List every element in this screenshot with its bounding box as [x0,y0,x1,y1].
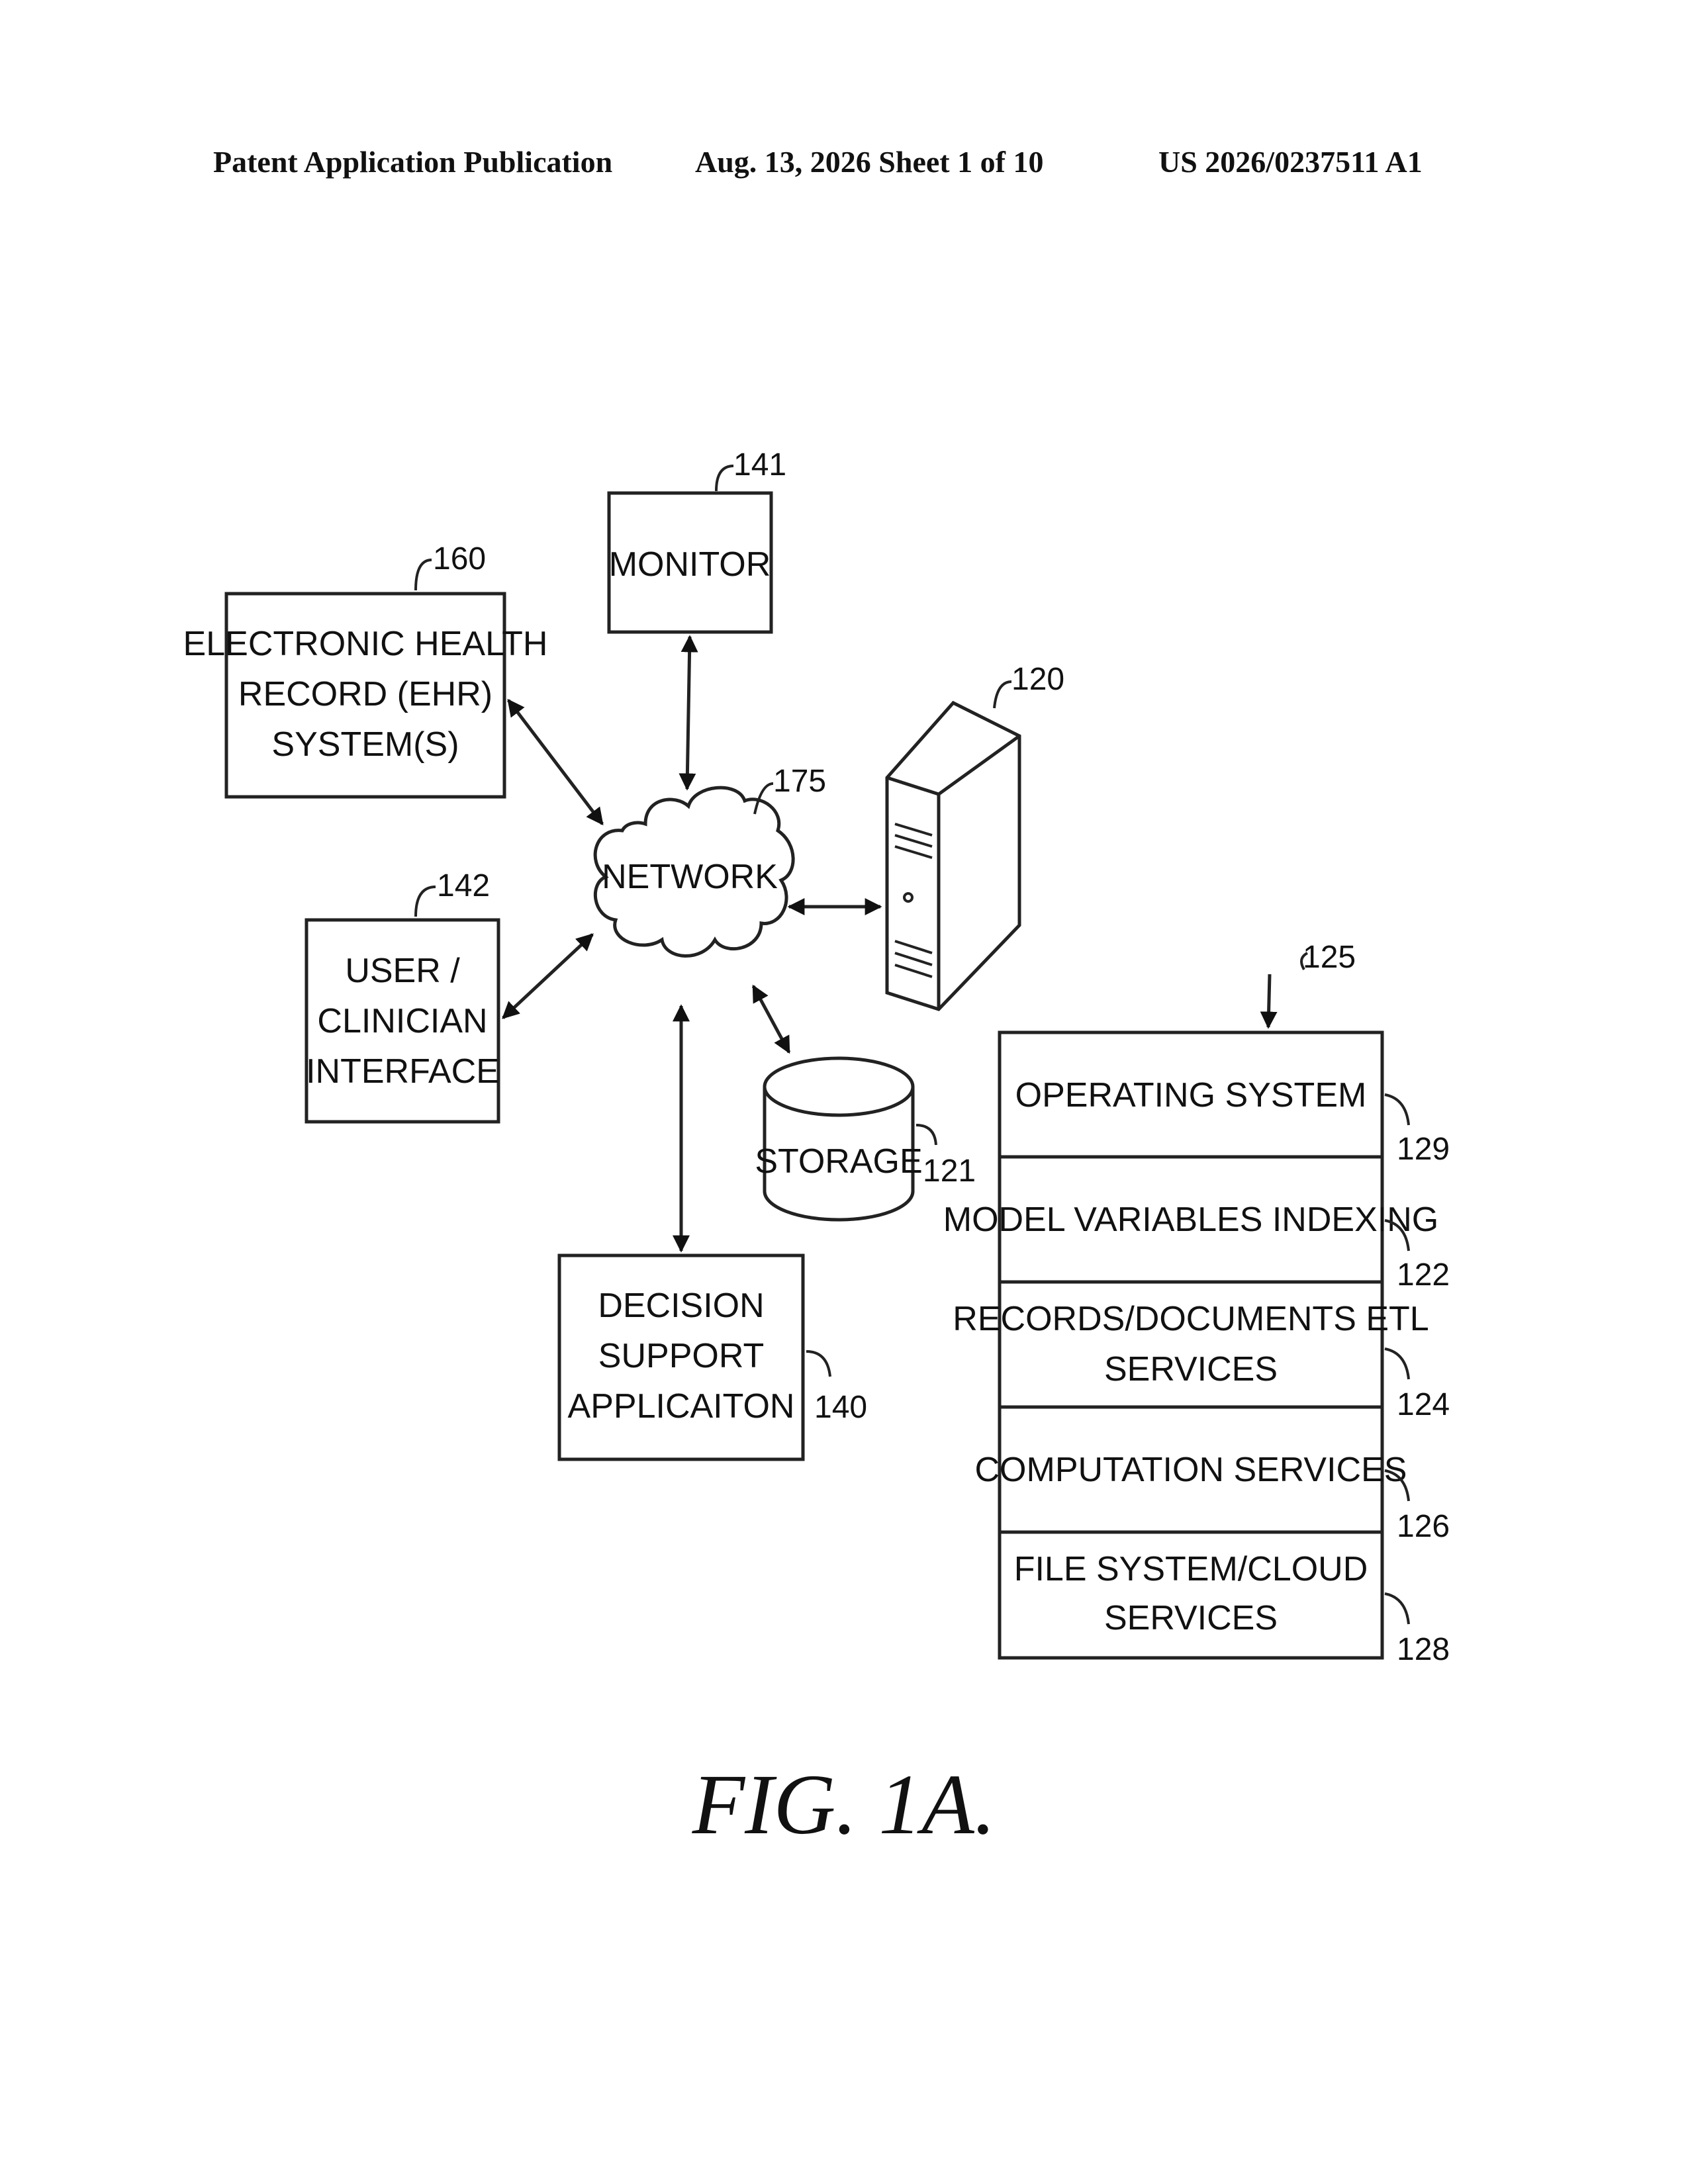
stack-layer-file-system-line-1: FILE SYSTEM/CLOUD [1014,1550,1368,1588]
stack-ref: 125 [1303,940,1356,975]
layer-124-leader [1385,1349,1409,1379]
server-vent-1 [895,941,932,953]
storage-node: STORAGE 121 [755,1058,976,1220]
server-drive-bay-3 [895,846,932,858]
stack-layer-model-variables-indexing: MODEL VARIABLES INDEXING [943,1201,1438,1239]
server-leader [994,682,1011,708]
stack-arrow [1268,974,1270,1027]
stack-layer-etl-line-2: SERVICES [1104,1350,1278,1388]
connector-network-storage [753,986,789,1052]
network-ref: 175 [773,764,826,799]
server-ref: 120 [1011,662,1064,697]
server-node: 120 [887,662,1064,1009]
layer-129-leader [1385,1095,1409,1125]
server-drive-bay-1 [895,824,932,835]
layer-122-ref: 122 [1397,1257,1450,1293]
monitor-leader [716,466,733,491]
monitor-node: MONITOR 141 [609,447,786,632]
decision-leader [806,1351,830,1377]
layer-126-ref: 126 [1397,1509,1450,1544]
connector-network-user [503,934,592,1018]
monitor-label: MONITOR [609,545,771,584]
stack-layer-computation-services: COMPUTATION SERVICES [975,1451,1407,1489]
server-power-icon [904,893,912,901]
monitor-ref: 141 [733,447,786,482]
server-top-edge [887,736,1019,794]
stack-layer-etl-line-1: RECORDS/DOCUMENTS ETL [953,1300,1429,1338]
server-vent-2 [895,953,932,965]
user-node: USER / CLINICIAN INTERFACE 142 [306,868,499,1122]
software-stack: 125 OPERATING SYSTEM 129 MODEL VARIABLES… [943,940,1450,1667]
decision-label-line-1: DECISION [598,1287,764,1325]
layer-129-ref: 129 [1397,1132,1450,1167]
connector-network-monitor [687,637,690,789]
layer-128-ref: 128 [1397,1632,1450,1667]
ehr-label-line-3: SYSTEM(S) [271,725,459,764]
stack-layer-operating-system: OPERATING SYSTEM [1015,1076,1367,1115]
network-label: NETWORK [602,858,778,896]
layer-124-ref: 124 [1397,1387,1450,1422]
storage-label: STORAGE [755,1142,922,1181]
user-label-line-3: INTERFACE [306,1052,499,1091]
user-leader [416,887,436,917]
stack-layer-file-system-line-2: SERVICES [1104,1599,1278,1637]
ehr-label-line-2: RECORD (EHR) [238,675,492,713]
storage-ref: 121 [923,1154,976,1189]
server-vent-3 [895,965,932,977]
ehr-node: ELECTRONIC HEALTH RECORD (EHR) SYSTEM(S)… [183,541,548,797]
ehr-leader [416,560,432,590]
storage-top [765,1058,913,1115]
decision-ref: 140 [814,1390,867,1425]
connector-network-ehr [508,700,602,824]
user-label-line-2: CLINICIAN [317,1002,487,1040]
server-drive-bay-2 [895,835,932,846]
network-node: NETWORK 175 [595,764,826,956]
user-ref: 142 [437,868,490,903]
ehr-ref: 160 [433,541,486,576]
decision-node: DECISION SUPPORT APPLICAITON 140 [559,1255,867,1459]
ehr-label-line-1: ELECTRONIC HEALTH [183,625,548,663]
decision-label-line-3: APPLICAITON [568,1387,795,1426]
decision-label-line-2: SUPPORT [598,1337,764,1375]
layer-128-leader [1385,1594,1409,1624]
user-label-line-1: USER / [345,952,460,990]
figure-label: FIG. 1A. [692,1757,996,1852]
